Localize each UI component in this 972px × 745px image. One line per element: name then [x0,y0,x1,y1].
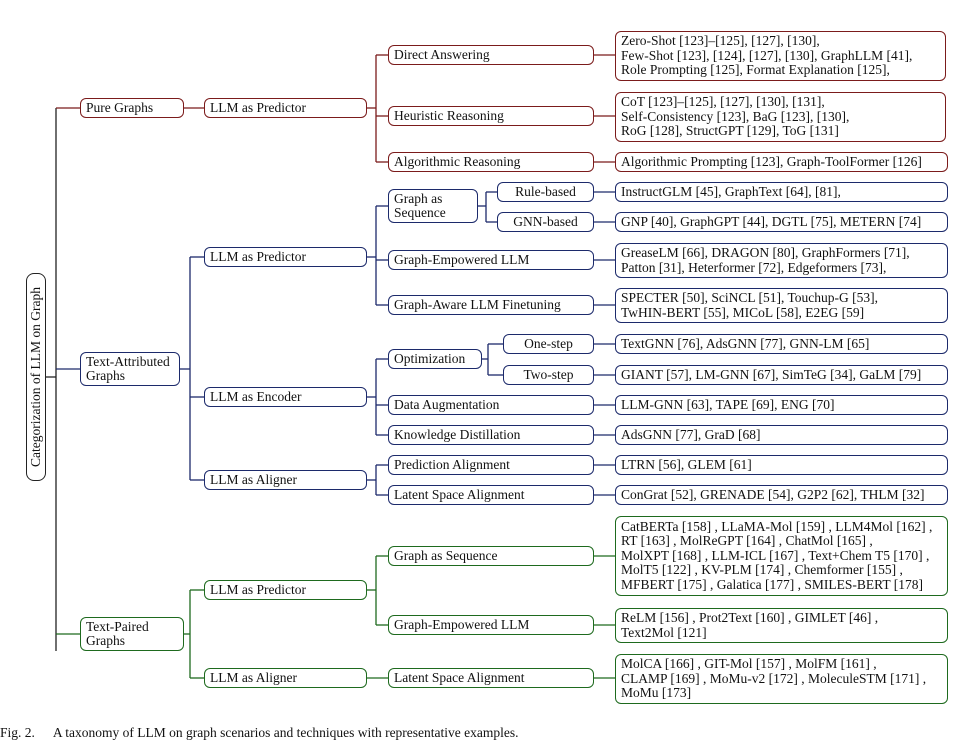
category-pure-graphs: Pure Graphs [80,98,184,118]
leaf-line: Text2Mol [121] [621,624,707,640]
leaf-line: GreaseLM [66], DRAGON [80], GraphFormers… [621,244,910,260]
gnn-based: GNN-based [497,212,594,232]
leaf-line: Role Prompting [125], Format Explanation… [621,62,890,78]
tp-latent-space-alignment: Latent Space Alignment [388,668,594,688]
leaf-heuristic-reasoning: CoT [123]–[125], [127], [130], [131], Se… [615,92,946,142]
leaf-knowledge-distillation: AdsGNN [77], GraD [68] [615,425,948,445]
data-augmentation: Data Augmentation [388,395,594,415]
leaf-line: TwHIN-BERT [55], MICoL [58], E2EG [59] [621,304,865,320]
leaf-line: GIANT [57], LM-GNN [67], SimTeG [34], Ga… [621,366,922,382]
two-step: Two-step [503,365,594,385]
leaf-two-step: GIANT [57], LM-GNN [67], SimTeG [34], Ga… [615,365,948,385]
leaf-line: MoMu [173] [621,685,692,701]
leaf-line: Self-Consistency [123], BaG [123], [130]… [621,108,850,124]
leaf-line: ConGrat [52], GRENADE [54], G2P2 [62], T… [621,486,925,502]
leaf-line: Few-Shot [123], [124], [127], [130], Gra… [621,47,913,63]
direct-answering: Direct Answering [388,45,594,65]
leaf-one-step: TextGNN [76], AdsGNN [77], GNN-LM [65] [615,334,948,354]
category-text-paired-graphs: Text-Paired Graphs [80,617,184,651]
graph-aware-llm-finetuning: Graph-Aware LLM Finetuning [388,295,594,315]
caption-text: A taxonomy of LLM on graph scenarios and… [52,725,519,740]
tp-graph-empowered-llm: Graph-Empowered LLM [388,615,594,635]
pure-llm-as-predictor: LLM as Predictor [204,98,367,118]
leaf-graph-aware-finetuning: SPECTER [50], SciNCL [51], Touchup-G [53… [615,288,948,323]
tp-llm-as-predictor: LLM as Predictor [204,580,367,600]
ta-llm-as-predictor: LLM as Predictor [204,247,367,267]
leaf-tp-latent-space-alignment: MolCA [166] , GIT-Mol [157] , MolFM [161… [615,654,948,704]
leaf-latent-space-alignment: ConGrat [52], GRENADE [54], G2P2 [62], T… [615,485,948,505]
prediction-alignment: Prediction Alignment [388,455,594,475]
ta-llm-as-aligner: LLM as Aligner [204,470,367,490]
leaf-graph-empowered-llm: GreaseLM [66], DRAGON [80], GraphFormers… [615,243,948,278]
leaf-line: Algorithmic Prompting [123], Graph-ToolF… [621,153,922,169]
root-label: Categorization of LLM on Graph [28,287,43,467]
leaf-line: SPECTER [50], SciNCL [51], Touchup-G [53… [621,289,879,305]
graph-empowered-llm: Graph-Empowered LLM [388,250,594,270]
leaf-line: MolXPT [168] , LLM-ICL [167] , Text+Chem… [621,547,930,563]
leaf-line: GNP [40], GraphGPT [44], DGTL [75], METE… [621,213,922,229]
tp-graph-as-sequence: Graph as Sequence [388,546,594,566]
leaf-line: ReLM [156] , Prot2Text [160] , GIMLET [4… [621,609,879,625]
leaf-line: CatBERTa [158] , LLaMA-Mol [159] , LLM4M… [621,518,933,534]
algorithmic-reasoning: Algorithmic Reasoning [388,152,594,172]
leaf-line: TextGNN [76], AdsGNN [77], GNN-LM [65] [621,335,870,351]
leaf-line: AdsGNN [77], GraD [68] [621,426,761,442]
latent-space-alignment: Latent Space Alignment [388,485,594,505]
leaf-line: RoG [128], StructGPT [129], ToG [131] [621,123,839,139]
leaf-tp-graph-as-sequence: CatBERTa [158] , LLaMA-Mol [159] , LLM4M… [615,516,948,596]
ta-llm-as-encoder: LLM as Encoder [204,387,367,407]
leaf-algorithmic-reasoning: Algorithmic Prompting [123], Graph-ToolF… [615,152,948,172]
leaf-rule-based: InstructGLM [45], GraphText [64], [81], [615,182,948,202]
leaf-line: MolT5 [122] , KV-PLM [174] , Chemformer … [621,562,903,578]
one-step: One-step [503,334,594,354]
leaf-gnn-based: GNP [40], GraphGPT [44], DGTL [75], METE… [615,212,948,232]
tp-llm-as-aligner: LLM as Aligner [204,668,367,688]
optimization: Optimization [388,349,482,369]
leaf-line: MolCA [166] , GIT-Mol [157] , MolFM [161… [621,656,877,672]
leaf-tp-graph-empowered-llm: ReLM [156] , Prot2Text [160] , GIMLET [4… [615,608,948,643]
leaf-line: InstructGLM [45], GraphText [64], [81], [621,183,841,199]
figure-caption: Fig. 2. A taxonomy of LLM on graph scenar… [0,725,519,741]
leaf-direct-answering: Zero-Shot [123]–[125], [127], [130], Few… [615,31,946,81]
rule-based: Rule-based [497,182,594,202]
figure-number: Fig. 2. [0,725,35,740]
leaf-line: Zero-Shot [123]–[125], [127], [130], [621,33,820,49]
graph-as-sequence: Graph as Sequence [388,189,478,223]
heuristic-reasoning: Heuristic Reasoning [388,106,594,126]
leaf-line: CoT [123]–[125], [127], [130], [131], [621,94,825,110]
leaf-line: LTRN [56], GLEM [61] [621,456,752,472]
root-box [26,273,46,481]
leaf-prediction-alignment: LTRN [56], GLEM [61] [615,455,948,475]
knowledge-distillation: Knowledge Distillation [388,425,594,445]
leaf-line: LLM-GNN [63], TAPE [69], ENG [70] [621,396,835,412]
leaf-line: MFBERT [175] , Galatica [177] , SMILES-B… [621,576,923,592]
leaf-line: CLAMP [169] , MoMu-v2 [172] , MoleculeST… [621,670,927,686]
leaf-line: RT [163] , MolReGPT [164] , ChatMol [165… [621,533,873,549]
leaf-line: Patton [31], Heterformer [72], Edgeforme… [621,259,887,275]
category-text-attributed-graphs: Text-Attributed Graphs [80,352,180,386]
leaf-data-augmentation: LLM-GNN [63], TAPE [69], ENG [70] [615,395,948,415]
